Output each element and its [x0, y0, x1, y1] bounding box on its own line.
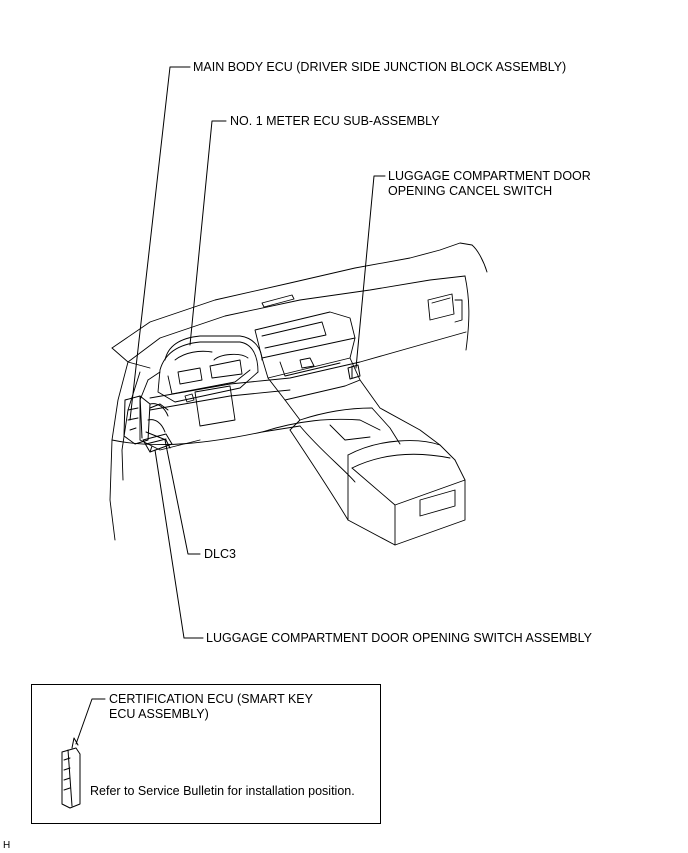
installation-note: Refer to Service Bulletin for installati…	[90, 784, 355, 798]
opening-switch-label: LUGGAGE COMPARTMENT DOOR OPENING SWITCH …	[206, 631, 592, 645]
leader-lines	[129, 66, 386, 639]
cert-ecu-label-line2: ECU ASSEMBLY)	[109, 707, 209, 721]
dlc3-label: DLC3	[204, 547, 236, 561]
cancel-switch-label-line1: LUGGAGE COMPARTMENT DOOR	[388, 169, 591, 183]
lower-dash	[139, 371, 236, 451]
cert-ecu-label-line1: CERTIFICATION ECU (SMART KEY	[109, 692, 313, 706]
center-console	[254, 311, 466, 546]
cancel-switch-label-line2: OPENING CANCEL SWITCH	[388, 184, 553, 198]
main-body-ecu-label: MAIN BODY ECU (DRIVER SIDE JUNCTION BLOC…	[193, 60, 567, 74]
meter-ecu-label: NO. 1 METER ECU SUB-ASSEMBLY	[230, 114, 440, 128]
corner-mark: H	[3, 840, 11, 851]
certification-ecu-inset	[31, 684, 381, 824]
dlc3-connector	[142, 433, 173, 453]
dashboard-outline	[109, 242, 488, 541]
meter-cluster	[157, 335, 263, 403]
certification-ecu-component	[61, 698, 106, 809]
cancel-switch-component	[347, 364, 361, 380]
